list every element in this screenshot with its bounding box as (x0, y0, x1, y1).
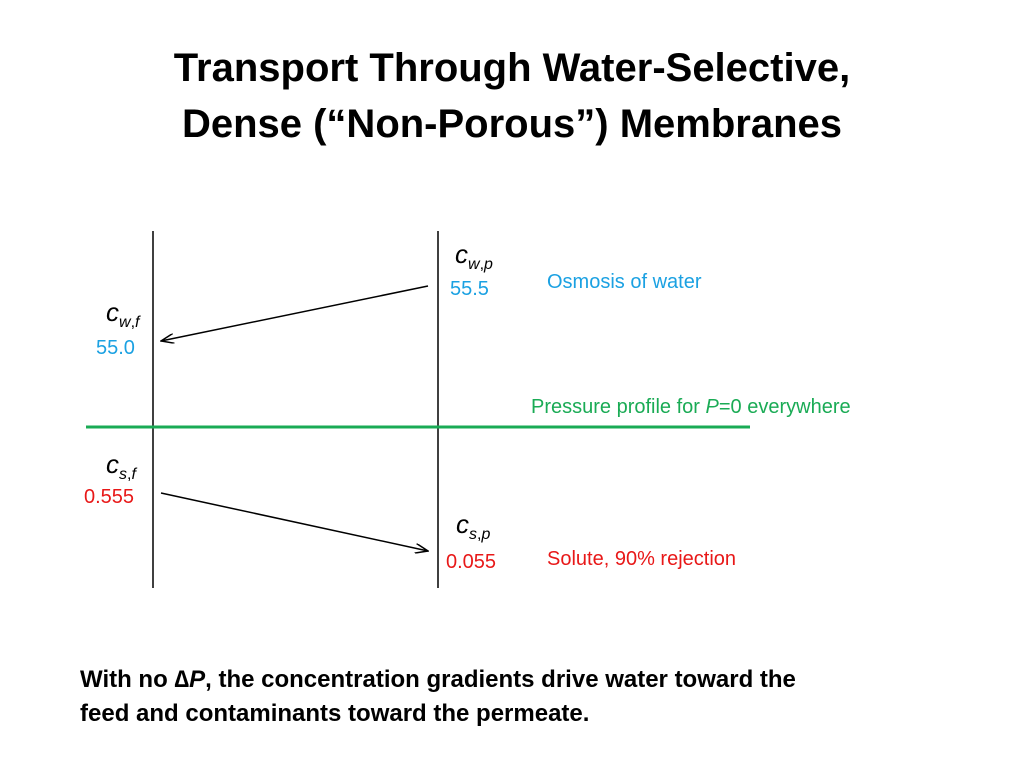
cw-p-label: cw,p (455, 239, 493, 273)
solute-annotation: Solute, 90% rejection (547, 548, 736, 570)
cw-f-label: cw,f (106, 297, 141, 331)
cw-p-value: 55.5 (450, 278, 489, 300)
cs-p-value: 0.055 (446, 551, 496, 573)
slide-title: Transport Through Water-Selective, Dense… (0, 40, 1024, 152)
title-line-2: Dense (“Non-Porous”) Membranes (181, 102, 843, 146)
cs-f-value: 0.555 (84, 486, 134, 508)
title-line-1: Transport Through Water-Selective, (173, 46, 851, 90)
delta-symbol: ∆ (174, 666, 190, 693)
pressure-variable: P (189, 666, 206, 693)
pressure-annotation: Pressure profile for P=0 everywhere (531, 396, 851, 418)
cs-f-label: cs,f (106, 449, 137, 483)
cw-f-value: 55.0 (96, 337, 135, 359)
caption: With no ∆P, the concentration gradients … (80, 666, 796, 727)
solute-transport-arrow (160, 492, 428, 551)
osmosis-annotation: Osmosis of water (547, 271, 702, 293)
cs-p-label: cs,p (456, 509, 490, 543)
water-osmosis-arrow (161, 285, 429, 341)
caption-line-2: feed and contaminants toward the permeat… (80, 700, 590, 727)
